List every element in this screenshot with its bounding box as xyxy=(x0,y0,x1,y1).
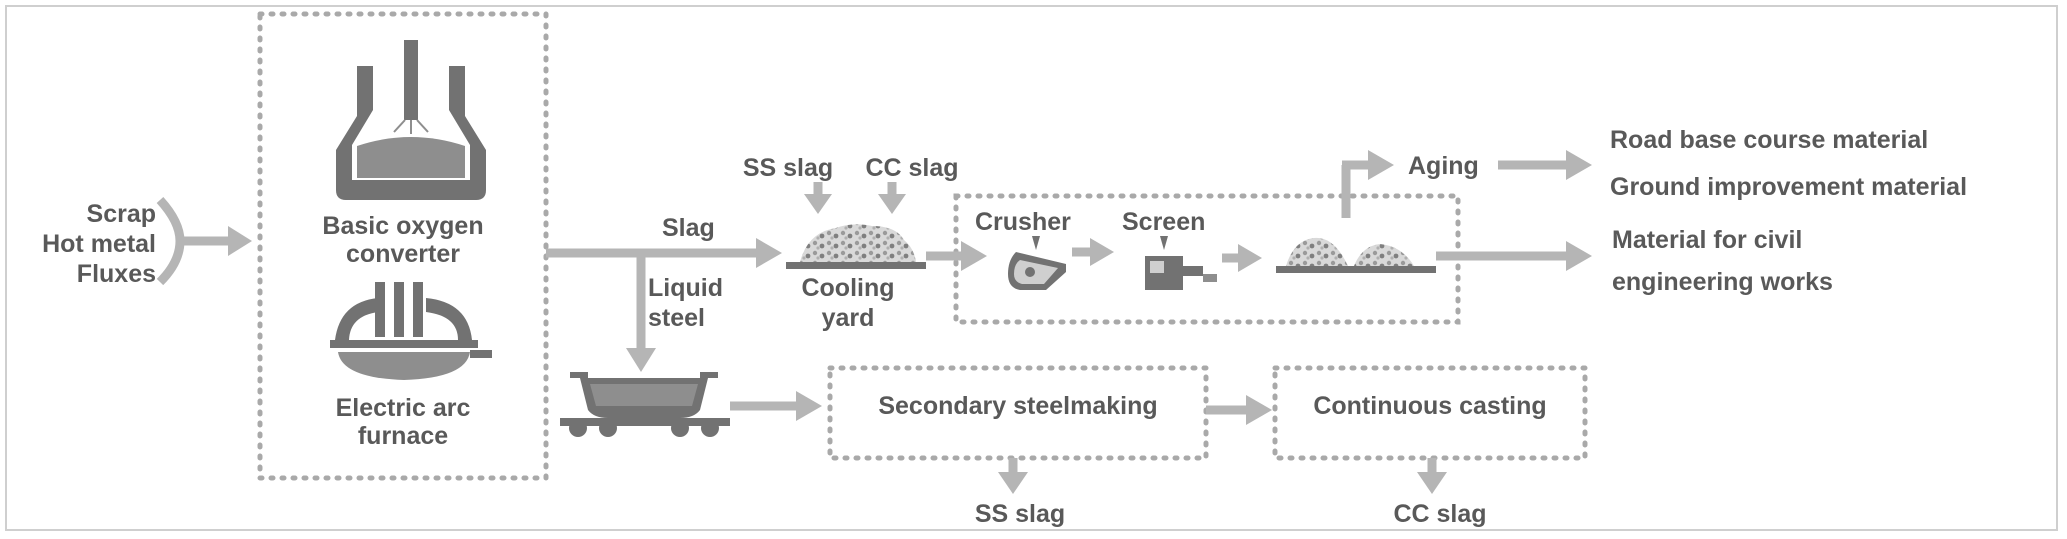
ss-slag-bottom-label: SS slag xyxy=(975,500,1065,528)
cc-slag-top-label: CC slag xyxy=(865,154,958,182)
output-civil-engineering-line1: Material for civil xyxy=(1612,226,1802,254)
crusher-label: Crusher xyxy=(975,208,1071,236)
to-crusher-arrow xyxy=(926,241,987,271)
screen-icon xyxy=(1145,236,1217,290)
cooling-yard-label-line1: Cooling xyxy=(801,274,894,302)
cooling-yard-label-line2: yard xyxy=(822,304,875,332)
slag-arrow xyxy=(546,238,782,268)
direct-output-arrow xyxy=(1436,241,1592,271)
bof-label-line1: Basic oxygen xyxy=(322,212,483,240)
electric-arc-furnace-icon xyxy=(330,282,492,380)
crusher-icon xyxy=(1008,236,1066,290)
aging-label: Aging xyxy=(1408,152,1479,180)
liquid-steel-label-line1: Liquid xyxy=(648,274,723,302)
liquid-steel-label-line2: steel xyxy=(648,304,705,332)
bof-label-line2: converter xyxy=(346,240,460,268)
input-hot-metal: Hot metal xyxy=(42,230,156,258)
output-civil-engineering-line2: engineering works xyxy=(1612,268,1833,296)
ss-slag-top-label: SS slag xyxy=(743,154,833,182)
cooling-yard-icon xyxy=(786,224,926,269)
cc-slag-top-arrow xyxy=(878,182,906,214)
eaf-label-line1: Electric arc xyxy=(336,394,471,422)
diagram-frame xyxy=(5,5,2058,531)
aging-output-arrow xyxy=(1498,150,1592,180)
ss-slag-bottom-arrow xyxy=(998,458,1028,494)
liquid-steel-arrow xyxy=(626,253,656,372)
input-scrap: Scrap xyxy=(87,200,156,228)
cc-slag-bottom-arrow xyxy=(1417,458,1447,494)
input-merge-arrow xyxy=(156,196,252,286)
output-road-base: Road base course material xyxy=(1610,126,1928,154)
to-aging-arrow xyxy=(1341,150,1394,218)
eaf-label-line2: furnace xyxy=(358,422,448,450)
secondary-steelmaking-label: Secondary steelmaking xyxy=(878,392,1157,420)
ladle-car-icon xyxy=(560,372,730,437)
continuous-casting-box xyxy=(1272,365,1588,461)
to-continuous-casting-arrow xyxy=(1206,395,1272,425)
screen-label: Screen xyxy=(1122,208,1205,236)
slag-label: Slag xyxy=(662,214,715,242)
basic-oxygen-converter-icon xyxy=(336,40,486,200)
to-screen-arrow xyxy=(1072,238,1114,266)
continuous-casting-label: Continuous casting xyxy=(1313,392,1546,420)
product-pile-icon xyxy=(1276,237,1436,273)
cc-slag-bottom-label: CC slag xyxy=(1393,500,1486,528)
furnace-box xyxy=(257,11,549,481)
output-ground-improvement: Ground improvement material xyxy=(1610,173,1967,201)
to-secondary-steelmaking-arrow xyxy=(730,391,822,421)
to-product-pile-arrow xyxy=(1222,244,1262,272)
input-fluxes: Fluxes xyxy=(77,260,156,288)
ss-slag-top-arrow xyxy=(804,182,832,214)
